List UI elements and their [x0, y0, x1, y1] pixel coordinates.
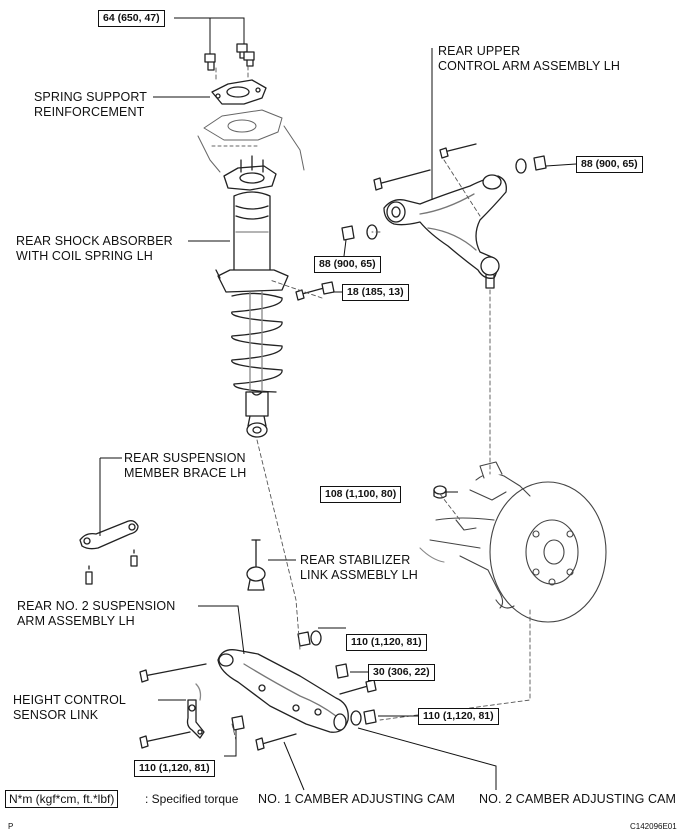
label-rear-stabilizer-link: REAR STABILIZER LINK ASSMEBLY LH — [300, 553, 418, 583]
figure-code: C142096E01 — [630, 822, 677, 831]
spring-support-nuts — [204, 43, 255, 71]
lower-suspension-arm — [139, 630, 377, 751]
height-control-sensor-link — [186, 683, 205, 739]
torque-shock-lower-bolt: 18 (185, 13) — [342, 284, 409, 301]
body-mount — [197, 109, 305, 173]
label-rear-shock-absorber: REAR SHOCK ABSORBER WITH COIL SPRING LH — [16, 234, 173, 264]
label-rear-suspension-member-brace: REAR SUSPENSION MEMBER BRACE LH — [124, 451, 246, 481]
label-line: WITH COIL SPRING LH — [16, 249, 153, 263]
torque-upper-arm-nut-right: 88 (900, 65) — [576, 156, 643, 173]
label-line: REAR NO. 2 SUSPENSION — [17, 599, 176, 613]
label-line: REINFORCEMENT — [34, 105, 145, 119]
torque-spring-support-nuts: 64 (650, 47) — [98, 10, 165, 27]
shock-absorber — [215, 155, 289, 438]
torque-arm-bolt-bottom: 110 (1,120, 81) — [134, 760, 215, 777]
label-line: REAR STABILIZER — [300, 553, 411, 567]
label-line: LINK ASSMEBLY LH — [300, 568, 418, 582]
label-line: REAR SUSPENSION — [124, 451, 246, 465]
label-line: ARM ASSEMBLY LH — [17, 614, 135, 628]
label-no2-camber-cam: NO. 2 CAMBER ADJUSTING CAM — [479, 792, 677, 806]
hub-knuckle — [419, 461, 607, 623]
label-line: REAR SHOCK ABSORBER — [16, 234, 173, 248]
hub-nut — [433, 485, 447, 499]
torque-arm-nut-1: 110 (1,120, 81) — [346, 634, 427, 651]
label-spring-support-reinforcement: SPRING SUPPORT REINFORCEMENT — [34, 90, 147, 120]
label-line: HEIGHT CONTROL — [13, 693, 126, 707]
label-rear-no2-suspension-arm: REAR NO. 2 SUSPENSION ARM ASSEMBLY LH — [17, 599, 175, 629]
shock-lower-bolt — [295, 281, 335, 301]
label-height-control-sensor-link: HEIGHT CONTROL SENSOR LINK — [13, 693, 126, 723]
torque-legend-unit: N*m (kgf*cm, ft.*lbf) — [5, 790, 119, 808]
spring-support-reinforcement-plate — [211, 79, 267, 105]
upper-control-arm — [341, 143, 547, 289]
label-rear-upper-control-arm: REAR UPPER CONTROL ARM ASSEMBLY LH — [438, 44, 620, 74]
torque-arm-nut-3: 110 (1,120, 81) — [418, 708, 499, 725]
label-line: SPRING SUPPORT — [34, 90, 147, 104]
corner-mark: P — [8, 822, 14, 831]
stabilizer-link — [246, 539, 266, 591]
member-brace — [79, 520, 139, 585]
label-no1-camber-cam: NO. 1 CAMBER ADJUSTING CAM — [258, 792, 456, 806]
torque-upper-arm-nut-left: 88 (900, 65) — [314, 256, 381, 273]
torque-hub-nut: 108 (1,100, 80) — [320, 486, 402, 503]
label-line: REAR UPPER — [438, 44, 521, 58]
torque-arm-nut-2: 30 (306, 22) — [368, 664, 435, 681]
label-line: MEMBER BRACE LH — [124, 466, 247, 480]
leader-lines — [99, 17, 577, 791]
label-line: SENSOR LINK — [13, 708, 99, 722]
label-line: CONTROL ARM ASSEMBLY LH — [438, 59, 620, 73]
torque-legend-text: : Specified torque — [145, 792, 239, 806]
